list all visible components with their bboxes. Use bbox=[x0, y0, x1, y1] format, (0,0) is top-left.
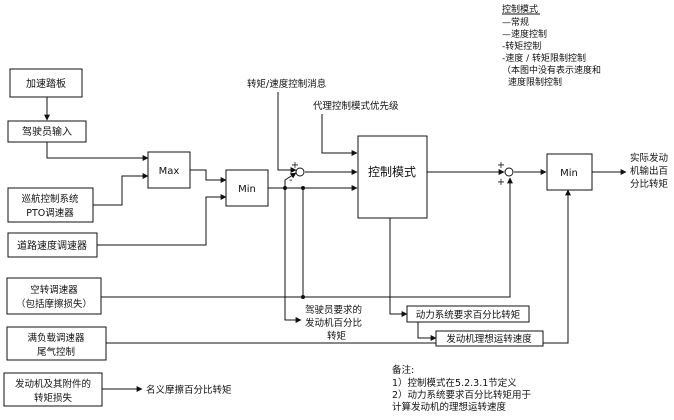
arrow-cruise-to-max bbox=[93, 173, 149, 206]
min1-label: Min bbox=[238, 184, 256, 195]
sum2-plus-bottom: + bbox=[497, 177, 505, 188]
note-item: 1）控制模式在5.2.3.1节定义 bbox=[392, 377, 517, 389]
arrow-max-to-min1 bbox=[190, 169, 227, 183]
notes: 备注: 1）控制模式在5.2.3.1节定义 2）动力系统要求百分比转矩用于 计算… bbox=[392, 364, 531, 413]
fullload-label-1: 满负载调速器 bbox=[27, 332, 85, 344]
arrow-control-to-power bbox=[389, 218, 408, 317]
accessory-label-1: 发动机及其附件的 bbox=[15, 378, 91, 390]
min-block-2 bbox=[546, 153, 593, 191]
legend-title: 控制模式 bbox=[502, 3, 538, 15]
connectors bbox=[44, 92, 627, 392]
fullload-label-2: 尾气控制 bbox=[37, 346, 75, 358]
accessory-label-2: 转矩损失 bbox=[34, 392, 73, 404]
summing-junction-2 bbox=[504, 167, 514, 177]
legend-item: -转矩控制 bbox=[502, 40, 541, 52]
torque-speed-message-label: 转矩/速度控制消息 bbox=[247, 78, 326, 90]
arrow-priority-to-control bbox=[321, 114, 358, 156]
accel-pedal-box bbox=[9, 68, 83, 98]
note-item: 2）动力系统要求百分比转矩用于 bbox=[392, 389, 531, 401]
output-label-1: 实际发动 bbox=[630, 152, 668, 164]
accessory-loss-box bbox=[3, 372, 103, 407]
power-request-label: 动力系统要求百分比转矩 bbox=[416, 309, 521, 321]
sum2-plus-top: + bbox=[497, 160, 505, 171]
min-block-1 bbox=[225, 169, 269, 207]
arrow-driver-to-max bbox=[46, 142, 149, 161]
driver-input-label: 驾驶员输入 bbox=[22, 125, 72, 138]
max-label: Max bbox=[159, 166, 180, 177]
nominal-friction-label: 名义摩擦百分比转矩 bbox=[146, 384, 232, 396]
control-mode-label: 控制模式 bbox=[368, 165, 416, 179]
ideal-speed-box bbox=[435, 330, 544, 347]
idle-governor-box bbox=[6, 277, 102, 315]
driver-request-label-3: 转矩 bbox=[327, 330, 347, 342]
arrow-min1-to-sum bbox=[284, 172, 297, 188]
control-mode-legend: 控制模式 —常规 —速度控制 -转矩控制 -速度 / 转矩限制控制 （本图中没有… bbox=[502, 3, 601, 88]
cruise-label-1: 巡航控制系统 bbox=[21, 193, 79, 205]
output-label-3: 分比转矩 bbox=[630, 178, 669, 190]
arrow-to-driver-request bbox=[284, 188, 302, 323]
road-speed-governor-box bbox=[7, 232, 98, 258]
power-request-box bbox=[406, 305, 530, 323]
accel-pedal-label: 加速踏板 bbox=[26, 77, 66, 90]
max-block bbox=[147, 151, 191, 189]
line-idle bbox=[101, 188, 304, 298]
idle-label-1: 空转调速器 bbox=[30, 284, 78, 296]
idle-label-2: （包括摩擦损失） bbox=[16, 298, 92, 310]
arrow-road-to-min1 bbox=[97, 194, 227, 246]
summing-junction-1 bbox=[295, 167, 305, 177]
arrow-message-to-sum bbox=[277, 92, 297, 173]
junction-dot bbox=[301, 186, 305, 190]
sum1-plus: + bbox=[291, 160, 299, 171]
output-label-2: 机输出百 bbox=[630, 165, 668, 177]
driver-input-box bbox=[7, 120, 87, 143]
sum1-minus: - bbox=[289, 175, 292, 186]
notes-title: 备注: bbox=[392, 364, 414, 376]
note-item: 计算发动机的理想运转速度 bbox=[392, 401, 507, 413]
legend-item: （本图中没有表示速度和 bbox=[502, 64, 601, 76]
driver-request-label-1: 驾驶员要求的 bbox=[305, 304, 362, 316]
arrow-idle-to-sum2 bbox=[303, 177, 513, 298]
agent-priority-label: 代理控制模式优先级 bbox=[313, 100, 399, 112]
road-speed-governor-label: 道路速度调速器 bbox=[17, 239, 87, 252]
arrow-fullload-to-min2 bbox=[106, 189, 571, 344]
legend-item: -速度 / 转矩限制控制 bbox=[502, 52, 586, 64]
driver-request-label-2: 发动机百分比 bbox=[305, 317, 362, 329]
fullload-governor-box bbox=[6, 326, 107, 361]
cruise-control-box bbox=[7, 187, 94, 223]
legend-item: —常规 bbox=[502, 16, 529, 28]
ideal-speed-label: 发动机理想运转速度 bbox=[446, 333, 532, 345]
control-mode-block bbox=[357, 135, 428, 219]
min2-label: Min bbox=[560, 168, 578, 179]
legend-item: 速度限制控制 bbox=[508, 76, 562, 88]
cruise-label-2: PTO调速器 bbox=[26, 208, 74, 219]
arrow-power-to-speed bbox=[417, 322, 437, 341]
legend-item: —速度控制 bbox=[502, 28, 547, 40]
